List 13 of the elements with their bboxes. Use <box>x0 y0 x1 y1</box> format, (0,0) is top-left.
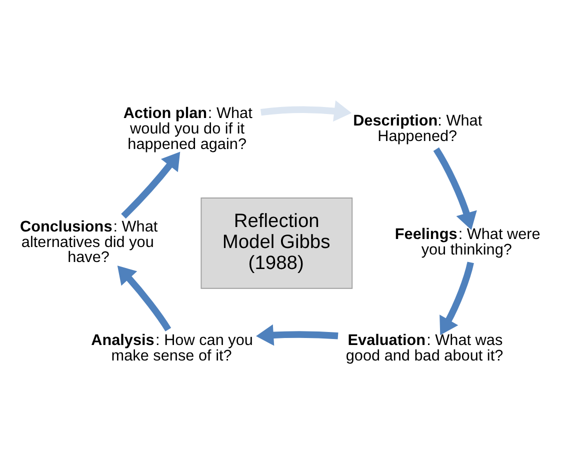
node-text: Action plan: What would you do if it happened again? <box>123 104 252 152</box>
arrow <box>121 151 180 218</box>
node-text: Conclusions: What alternatives did you have? <box>20 218 158 266</box>
node-text: Evaluation: What was good and bad about it? <box>346 331 504 364</box>
node-text: Analysis: How can you make sense of it? <box>91 331 253 364</box>
arrow <box>117 265 172 331</box>
arrow <box>433 146 477 230</box>
arrow <box>260 100 352 122</box>
node-text: Feelings: What were you thinking? <box>394 226 540 258</box>
node-text: Description: What Happened? <box>353 112 482 145</box>
arrow <box>256 324 338 346</box>
arrow <box>440 261 474 335</box>
node-box: Reflection Model Gibbs (1988) <box>200 197 353 288</box>
